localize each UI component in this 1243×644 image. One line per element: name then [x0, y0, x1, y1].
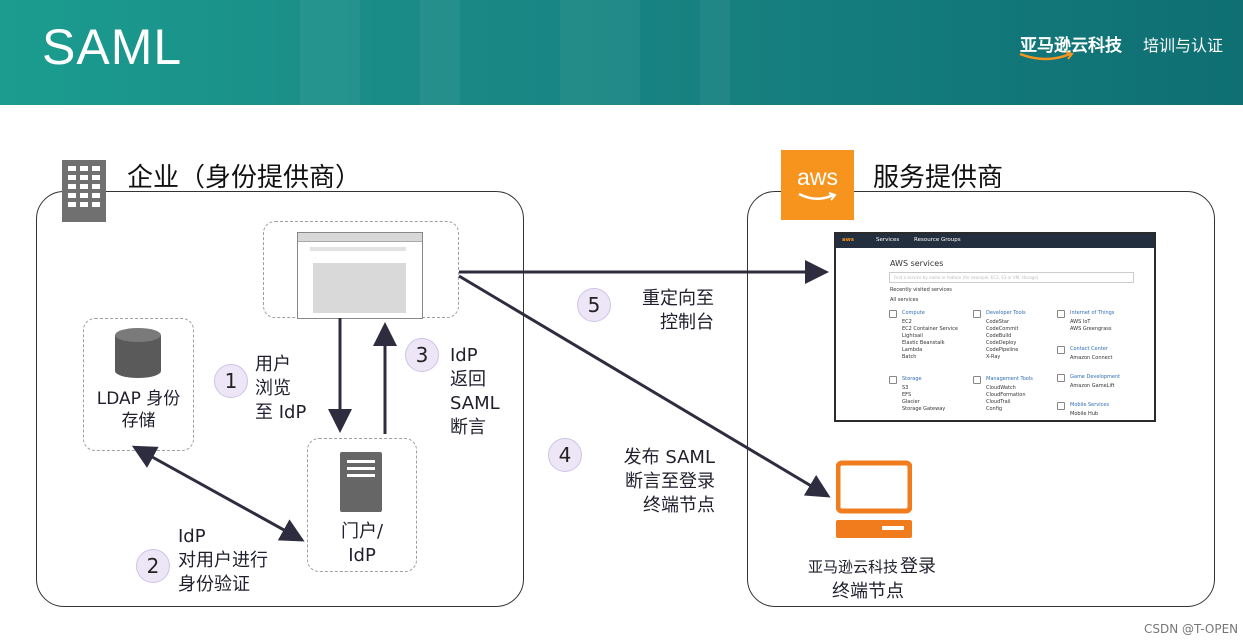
- mobile-icon: [1057, 402, 1065, 410]
- database-icon: [115, 328, 161, 378]
- ldap-label: LDAP 身份 存储: [96, 389, 181, 431]
- console-recent: Recently visited services: [890, 287, 952, 293]
- console-item: EFS: [902, 392, 912, 398]
- console-heading: AWS services: [890, 259, 944, 268]
- console-cat: Game Development: [1070, 374, 1121, 380]
- step-1-badge: 1: [214, 364, 248, 398]
- brand-subtitle: 培训与认证: [1143, 36, 1224, 55]
- console-item: X-Ray: [986, 354, 1001, 360]
- aws-console-screenshot: aws Services Resource Groups AWS service…: [834, 232, 1156, 422]
- console-item: Lambda: [902, 347, 923, 353]
- console-item: Config: [986, 406, 1003, 412]
- console-item: Amazon Connect: [1070, 355, 1113, 361]
- brand-smile-icon: [1019, 51, 1074, 61]
- console-item: CloudWatch: [986, 385, 1016, 391]
- console-aws-mark: aws: [842, 237, 855, 243]
- console-item: CodeBuild: [986, 333, 1012, 339]
- aws-logo: aws: [781, 150, 854, 220]
- mgmt-icon: [973, 376, 981, 384]
- step-1-text: 用户 浏览 至 IdP: [255, 354, 307, 423]
- iot-icon: [1057, 310, 1065, 318]
- building-icon: [62, 160, 106, 222]
- arrow-post-assertion: [458, 274, 831, 498]
- step-4-text: 发布 SAML 断言至登录 终端节点: [623, 447, 715, 516]
- step-3-badge: 3: [405, 338, 439, 372]
- header-banner: [0, 0, 1243, 105]
- storage-icon: [889, 376, 897, 384]
- step-5-text: 重定向至 控制台: [642, 288, 714, 333]
- console-cat: Contact Center: [1070, 346, 1108, 352]
- step-5-badge: 5: [577, 288, 611, 322]
- endpoint-label-node: 终端节点: [832, 581, 904, 602]
- aws-logo-text: aws: [797, 164, 838, 190]
- enterprise-title: 企业（身份提供商）: [127, 163, 362, 193]
- step-3-text: IdP 返回 SAML 断言: [450, 345, 500, 438]
- portal-label: 门户/ IdP: [340, 521, 384, 566]
- console-item: CloudTrail: [986, 399, 1011, 405]
- console-item: Mobile Hub: [1070, 411, 1099, 417]
- console-item: Elastic Beanstalk: [902, 340, 945, 346]
- console-item: CodeStar: [986, 319, 1010, 325]
- console-cat: Internet of Things: [1070, 310, 1115, 316]
- console-item: EC2 Container Service: [902, 326, 958, 332]
- endpoint-label-login: 登录: [900, 556, 936, 577]
- brand-name: 亚马逊云科技: [1020, 36, 1122, 56]
- devtools-icon: [973, 310, 981, 318]
- console-item: CodeCommit: [986, 326, 1019, 332]
- arrow-authenticate: [131, 445, 305, 542]
- console-cat: Management Tools: [986, 376, 1033, 382]
- console-cat: Mobile Services: [1070, 402, 1110, 408]
- console-item: Lightsail: [902, 333, 923, 339]
- slide-title: SAML: [42, 19, 183, 75]
- console-item: Batch: [902, 354, 917, 360]
- footer-credit: CSDN @T-OPEN: [1144, 622, 1239, 636]
- browser-window-icon: [297, 232, 423, 319]
- provider-title: 服务提供商: [873, 163, 1004, 193]
- console-search-input: Find a service by name or feature (for e…: [889, 272, 1134, 283]
- console-item: Storage Gateway: [902, 406, 946, 412]
- console-nav-groups: Resource Groups: [914, 237, 961, 243]
- step-2-text: IdP 对用户进行 身份验证: [178, 526, 268, 595]
- endpoint-label-brand: 亚马逊云科技: [808, 558, 899, 576]
- step-2-badge: 2: [136, 549, 170, 583]
- game-dev-icon: [1057, 374, 1065, 382]
- console-cat: Developer Tools: [986, 310, 1026, 316]
- console-item: CodeDeploy: [986, 340, 1017, 346]
- console-item: CloudFormation: [986, 392, 1026, 398]
- console-item: Glacier: [902, 399, 920, 405]
- console-item: Amazon GameLift: [1070, 383, 1115, 389]
- console-cat: Storage: [902, 376, 922, 382]
- computer-icon: [836, 460, 912, 538]
- contact-center-icon: [1057, 346, 1065, 354]
- console-item: EC2: [902, 319, 912, 325]
- console-item: CodePipeline: [986, 347, 1019, 353]
- console-nav-services: Services: [876, 237, 900, 243]
- server-icon: [340, 452, 382, 512]
- console-nav-bar: aws Services Resource Groups: [836, 234, 1154, 248]
- aws-smile-icon: [798, 192, 837, 201]
- console-all: All services: [890, 297, 919, 303]
- console-item: AWS IoT: [1070, 319, 1091, 325]
- console-item: AWS Greengrass: [1070, 326, 1112, 332]
- step-4-badge: 4: [548, 438, 582, 472]
- compute-icon: [889, 310, 897, 318]
- console-cat: Compute: [902, 310, 925, 316]
- console-item: S3: [902, 385, 909, 391]
